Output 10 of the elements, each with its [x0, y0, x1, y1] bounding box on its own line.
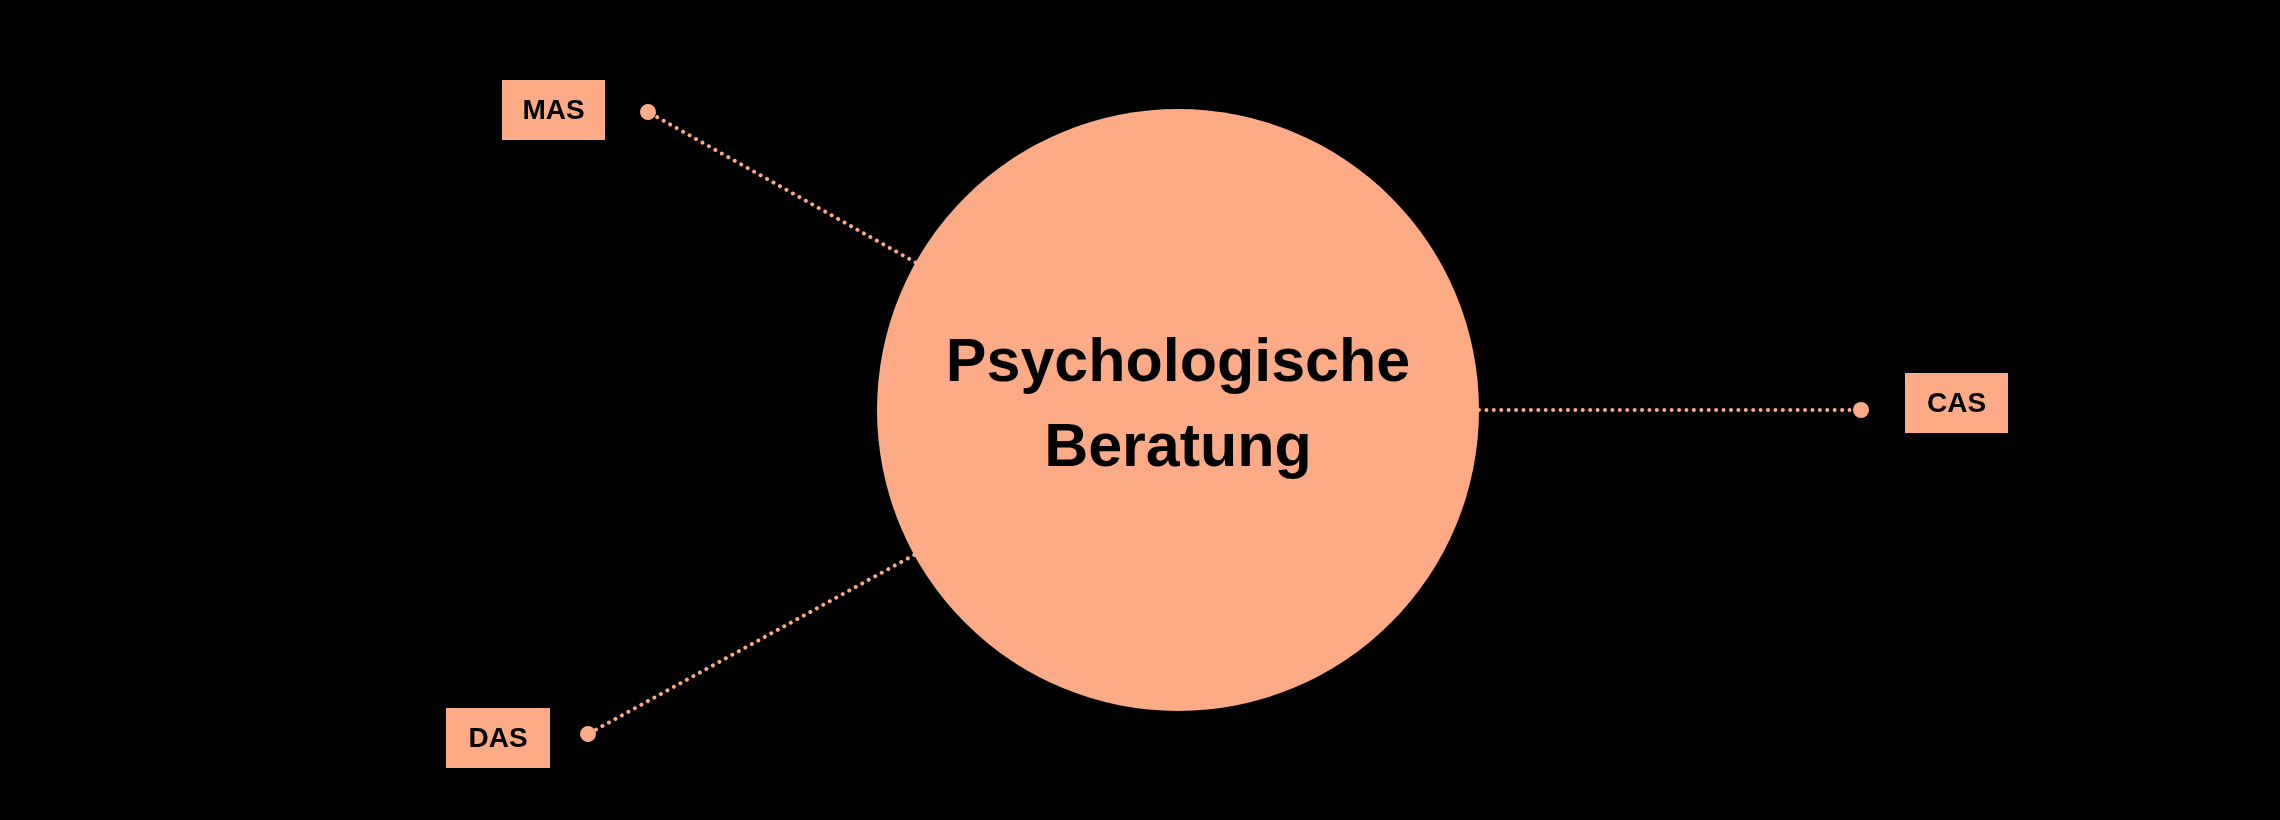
node-label: MAS [522, 94, 585, 126]
dotted-connector [580, 552, 917, 742]
dotted-connector [640, 104, 918, 265]
label-box [502, 80, 605, 140]
topic-title: Psychologische Beratung [944, 325, 1412, 481]
node-label: CAS [1926, 387, 1987, 419]
label-box [1905, 373, 2008, 433]
node-label: DAS [468, 722, 528, 754]
label-box [446, 708, 550, 768]
dotted-connector [1477, 402, 1869, 418]
